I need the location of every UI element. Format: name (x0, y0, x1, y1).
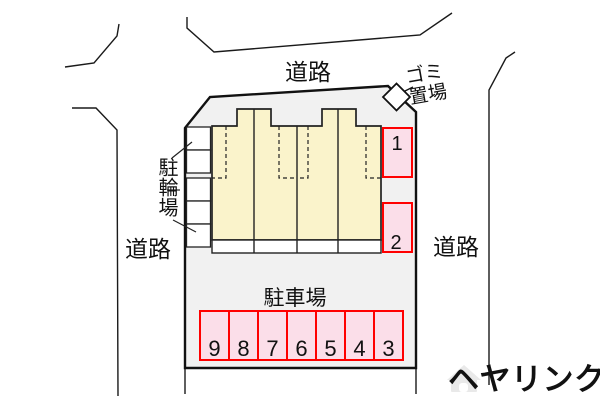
parking-stall-5 (315, 310, 346, 361)
road-line-lower-left (72, 107, 119, 397)
parking-stall-3-number: 3 (382, 336, 394, 361)
house-icon (447, 365, 481, 392)
logo: ヘヤリンク (447, 362, 600, 397)
building-dashed-interior-lines (212, 126, 381, 179)
parking-stall-6-number: 6 (295, 336, 307, 361)
parking-stall-3 (373, 310, 404, 361)
garbage-area-label: ゴミ 置場 (404, 60, 449, 109)
parking-stall-6 (286, 310, 317, 361)
building-unit-dividers (253, 109, 339, 253)
parking-row: 9 8 7 6 5 4 3 (199, 310, 404, 361)
road-line-right (488, 51, 516, 385)
road-label-left: 道路 (125, 236, 171, 262)
parking-stall-8-number: 8 (237, 336, 249, 361)
parking-stall-5-number: 5 (324, 336, 336, 361)
parking-lot-label: 駐車場 (264, 287, 327, 310)
road-label-right: 道路 (433, 234, 479, 260)
bicycle-parking-boxes (185, 126, 212, 248)
road-label-top: 道路 (285, 59, 331, 85)
garbage-area-marker (381, 82, 412, 112)
parking-stall-2 (382, 202, 413, 253)
parking-stall-9 (199, 310, 230, 361)
parking-stall-7-number: 7 (266, 336, 278, 361)
parking-stall-1 (382, 127, 413, 178)
bicycle-parking-label: 駐輪場 (155, 157, 178, 217)
parking-stall-4 (344, 310, 375, 361)
road-line-upper-left (64, 23, 120, 68)
parking-stall-9-number: 9 (208, 336, 220, 361)
road-lines (64, 12, 516, 397)
bicycle-leader-lines (167, 141, 197, 233)
parking-stall-1-number: 1 (391, 133, 402, 155)
road-line-top (186, 12, 453, 53)
parking-stall-4-number: 4 (353, 336, 365, 361)
parking-stall-2-number: 2 (390, 232, 401, 254)
parking-stall-8 (228, 310, 259, 361)
logo-text: ヘヤリンク (448, 362, 600, 397)
